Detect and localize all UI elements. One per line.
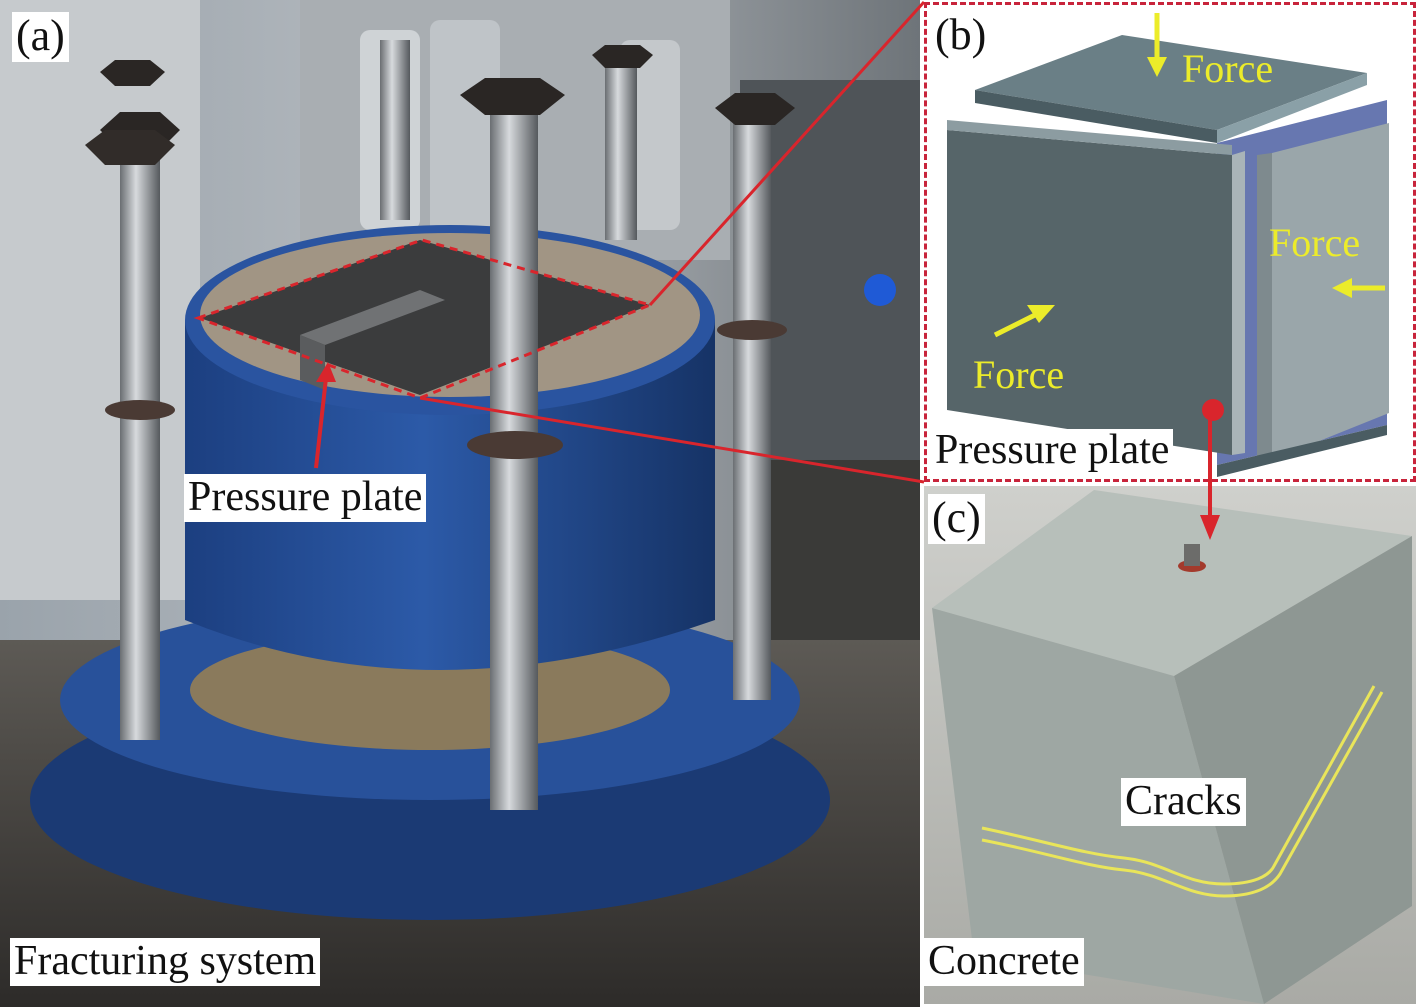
hex-nut-2 <box>460 78 565 115</box>
washer-left <box>105 400 175 420</box>
concrete-cube-side <box>1174 536 1412 1004</box>
side-plate-edge <box>1257 153 1272 463</box>
concrete-cube-top <box>932 490 1412 676</box>
tie-rod-2 <box>490 110 538 810</box>
hex-nut-4 <box>85 130 175 165</box>
hex-nut-back <box>592 45 653 68</box>
concrete-specimen-illustration <box>924 486 1416 1004</box>
concrete-cube-front <box>932 608 1264 1004</box>
panel-a-letter: (a) <box>12 12 69 62</box>
washer-right <box>717 320 787 340</box>
top-pressure-plate <box>975 35 1367 130</box>
tie-rod-back-1 <box>380 40 410 220</box>
background-cylinder-2 <box>430 20 500 240</box>
blue-valve <box>864 274 896 306</box>
top-pressure-plate-edge <box>975 90 1217 143</box>
pressure-plate-diagram <box>947 13 1389 477</box>
pressure-plate-pointer-label: Pressure plate <box>184 474 427 522</box>
panel-a-caption: Fracturing system <box>10 938 321 986</box>
front-plate-top-edge <box>947 120 1232 155</box>
injection-port-nozzle <box>1184 544 1200 566</box>
cracks-label: Cracks <box>1121 778 1246 826</box>
fracturing-system-illustration <box>0 0 920 1007</box>
crack-line-inner <box>981 691 1384 898</box>
panel-c-caption: Concrete <box>924 938 1084 986</box>
top-pressure-plate-side <box>1217 73 1367 143</box>
force-arrowhead-front <box>1027 305 1055 323</box>
tie-rod-1 <box>120 140 160 740</box>
cabinet-left <box>0 0 200 600</box>
tie-rod-3 <box>733 120 771 700</box>
force-arrowhead-top <box>1147 57 1167 77</box>
injection-point-marker <box>1202 399 1224 421</box>
panel-b-pressure-plate-schematic: (b) Force Force Force Pressure plate <box>924 2 1416 482</box>
panel-a-fracturing-system-photo: (a) Pressure plate Fracturing system <box>0 0 920 1007</box>
hex-nut-top-left <box>100 60 165 86</box>
force-label-right: Force <box>1269 220 1361 265</box>
front-pressure-plate <box>947 130 1232 455</box>
side-pressure-plate <box>1272 123 1389 460</box>
force-arrowhead-right <box>1332 278 1352 298</box>
front-plate-right-edge <box>1232 151 1245 455</box>
washer-front <box>467 431 563 459</box>
panel-c-letter: (c) <box>928 494 985 544</box>
tie-rod-back-2 <box>605 60 637 240</box>
panel-b-letter: (b) <box>931 11 991 61</box>
crack-line-outer <box>981 685 1376 886</box>
panel-b-caption: Pressure plate <box>931 429 1174 475</box>
force-label-front: Force <box>973 352 1065 397</box>
force-label-top: Force <box>1182 46 1274 91</box>
force-arrow-front <box>993 312 1037 338</box>
panel-c-concrete-specimen-photo: (c) Cracks Concrete <box>924 486 1416 1004</box>
bottom-pressure-plate <box>1217 425 1387 477</box>
